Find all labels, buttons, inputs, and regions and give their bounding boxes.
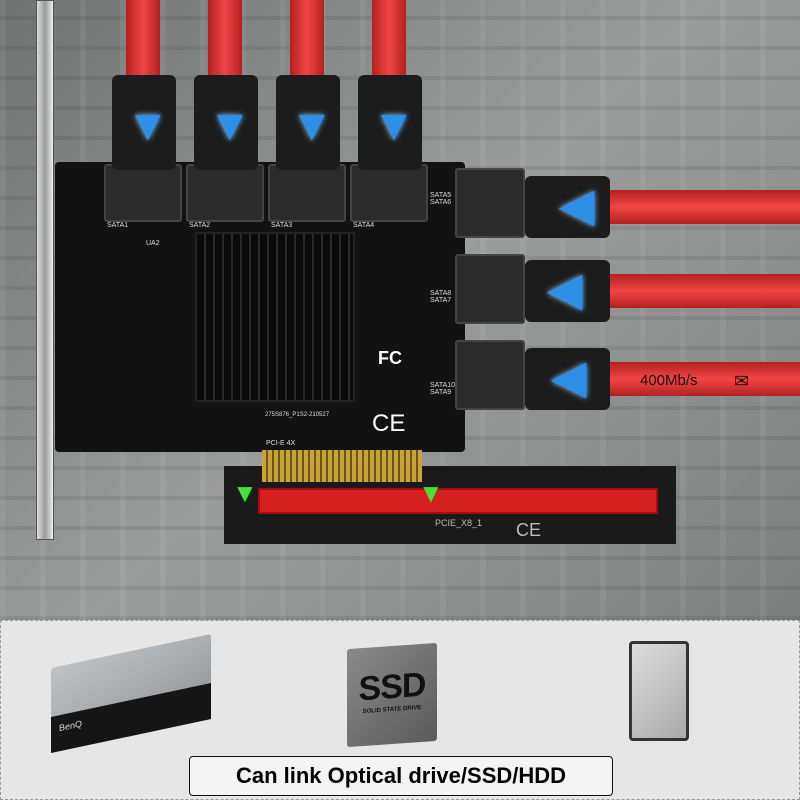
arrow-left-icon: ◀ <box>560 181 594 230</box>
ssd-title: SSD <box>358 665 426 709</box>
sata-port-4 <box>350 164 428 222</box>
sata-cable <box>290 0 324 80</box>
sata-port-1 <box>104 164 182 222</box>
serial-label: 275S876_P1S2-210527 <box>265 412 330 418</box>
sata3-label: SATA3 <box>271 222 293 229</box>
sata-port-7-8 <box>455 254 525 324</box>
slot-label: PCIE_X8_1 <box>435 518 483 528</box>
arrow-down-icon: ▼ <box>372 101 416 150</box>
optical-drive-image: BenQ <box>51 633 211 754</box>
drive-face <box>51 682 211 754</box>
fcc-mark: FC <box>378 348 402 368</box>
sata-port-3 <box>268 164 346 222</box>
chip-label: UA2 <box>146 240 160 247</box>
sata-plug <box>525 176 610 238</box>
sata5-6-label: SATA5 SATA6 <box>430 192 452 206</box>
compatible-devices-panel: BenQ SSD SOLID STATE DRIVE Can link Opti… <box>0 620 800 800</box>
ssd-image: SSD SOLID STATE DRIVE <box>347 642 437 748</box>
sata-plug <box>525 260 610 322</box>
sata-plug <box>525 348 610 410</box>
compatibility-caption: Can link Optical drive/SSD/HDD <box>189 756 613 796</box>
sata-cable <box>208 0 242 80</box>
sata9-10-label: SATA10 SATA9 <box>430 382 456 396</box>
sata-plug <box>358 75 422 170</box>
hdd-image <box>629 641 689 741</box>
pcie-slot <box>258 488 658 514</box>
sata-cable <box>600 274 800 308</box>
interface-label: PCI-E 4X <box>266 440 296 447</box>
ce-mark: CE <box>372 410 406 437</box>
sata-cable <box>126 0 160 80</box>
sata-plug <box>194 75 258 170</box>
pcie-gold-fingers <box>262 450 422 482</box>
sata1-label: SATA1 <box>107 222 129 229</box>
pci-bracket <box>36 0 54 540</box>
sata-cable <box>372 0 406 80</box>
heatsink <box>195 232 355 402</box>
sata-cable <box>600 362 800 396</box>
sata-plug <box>276 75 340 170</box>
envelope-icon: ✉ <box>734 371 750 391</box>
arrow-left-icon: ◀ <box>552 353 586 402</box>
speed-label: 400Mb/s <box>640 372 698 389</box>
arrow-down-icon: ▼ <box>290 101 334 150</box>
arrow-left-icon: ◀ <box>548 265 582 314</box>
sata-port-9-10 <box>455 340 525 410</box>
green-arrow-icon: ▼ <box>232 478 258 508</box>
slot-ce-mark: CE <box>516 520 542 540</box>
sata-port-2 <box>186 164 264 222</box>
sata-port-5-6 <box>455 168 525 238</box>
sata4-label: SATA4 <box>353 222 375 229</box>
green-arrow-icon: ▼ <box>418 478 444 508</box>
arrow-down-icon: ▼ <box>126 101 170 150</box>
arrow-down-icon: ▼ <box>208 101 252 150</box>
sata-cable <box>600 190 800 224</box>
sata7-8-label: SATA8 SATA7 <box>430 290 452 304</box>
sata-plug <box>112 75 176 170</box>
sata2-label: SATA2 <box>189 222 211 229</box>
